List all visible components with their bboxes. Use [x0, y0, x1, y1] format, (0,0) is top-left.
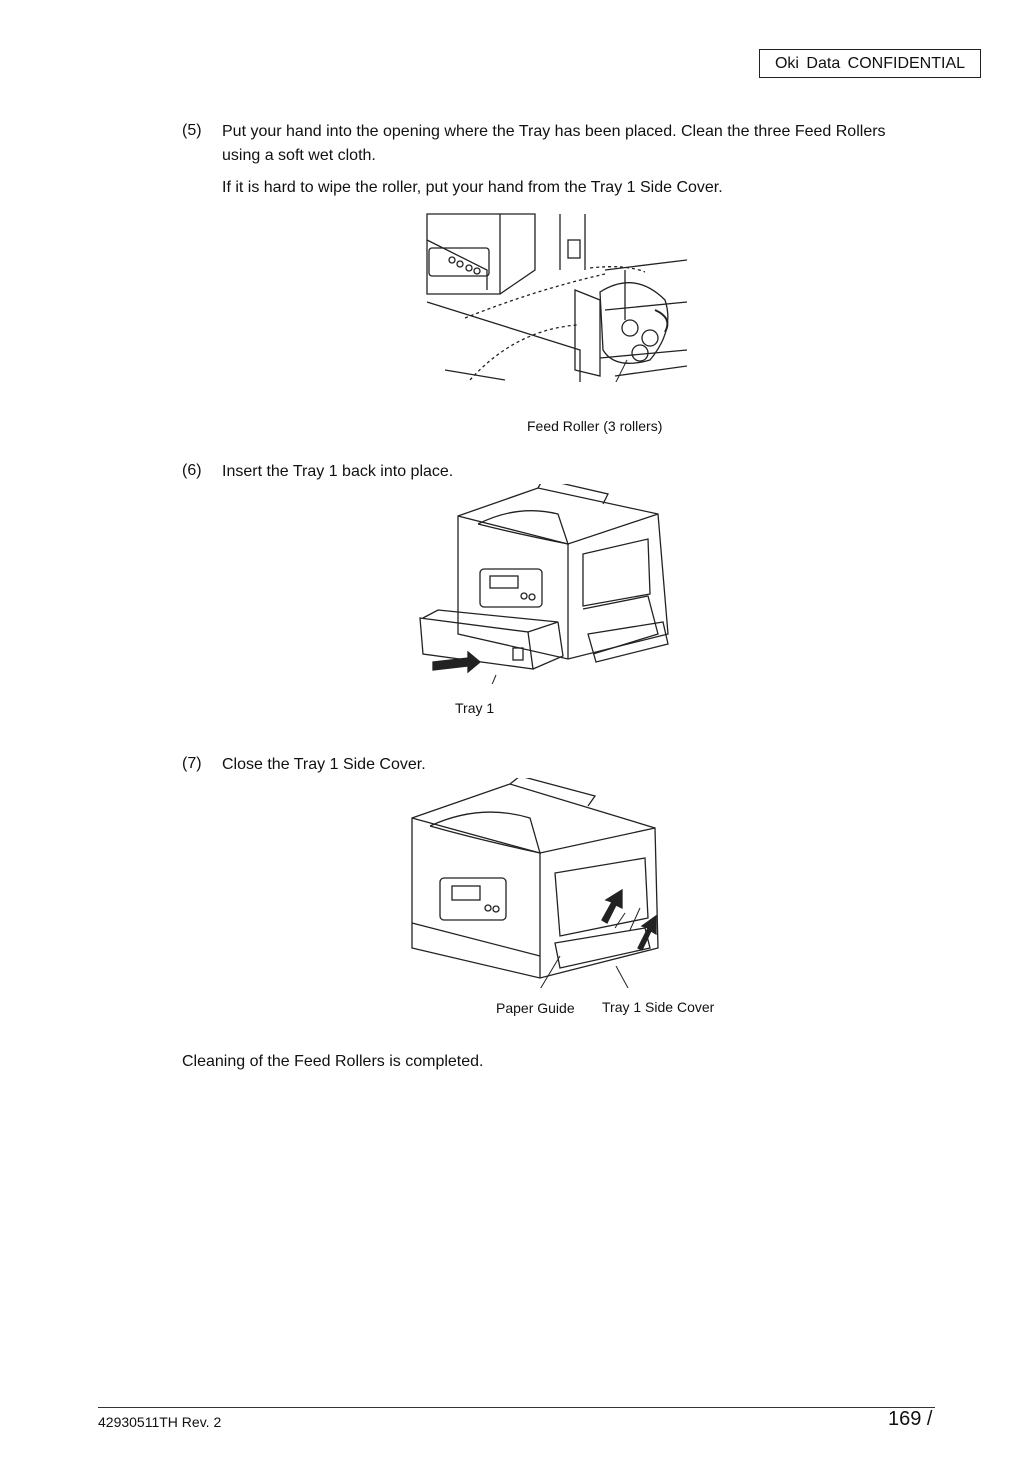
tray-1-side-cover-caption: Tray 1 Side Cover	[602, 999, 715, 1015]
step-6-number: (6)	[182, 462, 202, 479]
footer-divider	[98, 1407, 935, 1408]
close-side-cover-illustration	[411, 778, 659, 988]
footer-doc-id: 42930511TH Rev. 2	[98, 1414, 222, 1430]
closing-text: Cleaning of the Feed Rollers is complete…	[182, 1053, 484, 1070]
step-5-note: If it is hard to wipe the roller, put yo…	[222, 179, 723, 196]
step-5-number: (5)	[182, 122, 202, 139]
feed-roller-illustration	[426, 213, 687, 382]
footer-page-number: 169 /	[888, 1408, 933, 1430]
feed-roller-caption: Feed Roller (3 rollers)	[527, 418, 663, 434]
step-7-number: (7)	[182, 755, 202, 772]
step-5-text: Put your hand into the opening where the…	[222, 123, 886, 164]
confidential-label: Oki Data CONFIDENTIAL	[759, 49, 981, 78]
step-7-text: Close the Tray 1 Side Cover.	[222, 756, 426, 773]
tray-1-caption: Tray 1	[455, 700, 495, 716]
step-6-text: Insert the Tray 1 back into place.	[222, 463, 454, 480]
insert-tray-illustration	[419, 484, 669, 684]
paper-guide-caption: Paper Guide	[496, 1000, 575, 1016]
